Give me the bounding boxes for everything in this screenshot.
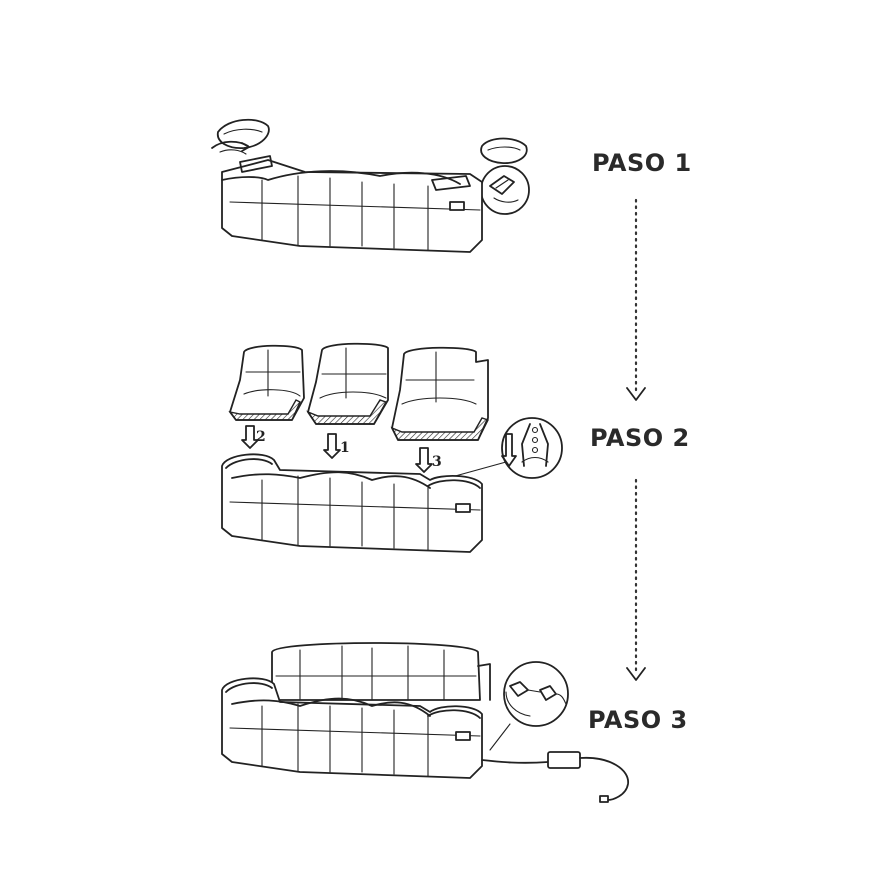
step1-illustration	[211, 118, 530, 253]
sofa-base-step2	[221, 453, 483, 553]
step3-illustration	[221, 642, 629, 803]
step-label-3: PASO 3	[588, 706, 688, 734]
sofa-body-step3	[221, 677, 483, 779]
step-arrow-2-to-3	[626, 478, 646, 681]
sofa-base-step1	[221, 155, 483, 253]
seat-number-2: 2	[256, 429, 266, 445]
step-label-1: PASO 1	[592, 149, 692, 177]
step-label-2: PASO 2	[590, 424, 690, 452]
armrest-cushion-left	[211, 118, 270, 155]
seat-unit-1	[306, 342, 389, 425]
armrest-cushion-right	[480, 137, 528, 164]
drop-arrow-2	[241, 425, 259, 449]
power-adapter	[481, 751, 629, 803]
seat-number-1: 1	[340, 440, 350, 456]
seat-number-3: 3	[432, 454, 442, 470]
detail-circle-step3	[489, 661, 569, 751]
seat-unit-2	[228, 344, 305, 421]
sofa-backrest	[271, 642, 491, 701]
drop-arrow-3	[415, 447, 433, 473]
seat-unit-3	[390, 346, 489, 441]
step-arrow-1-to-2	[626, 198, 646, 401]
detail-circle-step1	[480, 165, 530, 215]
detail-circle-step2	[447, 417, 563, 479]
drop-arrow-1	[323, 433, 341, 459]
step2-illustration: 2 1 3	[221, 342, 563, 553]
